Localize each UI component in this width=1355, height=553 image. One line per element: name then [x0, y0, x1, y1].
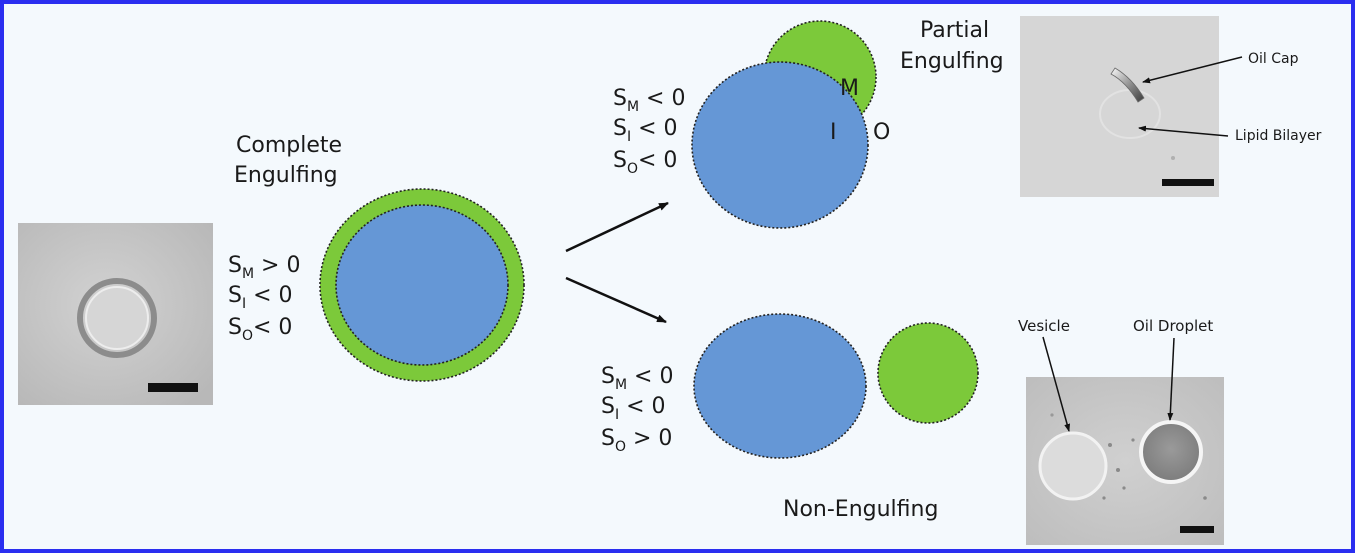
- schematic-non: [693, 313, 979, 459]
- condition-partial-i: SI < 0: [613, 116, 678, 145]
- annotation-oil-droplet: Oil Droplet: [1133, 317, 1213, 335]
- engulfed-vesicle-core: [85, 286, 149, 350]
- scale-bar: [1162, 179, 1214, 186]
- arrow-oil-droplet: [1167, 337, 1175, 421]
- particle: [1050, 413, 1054, 417]
- annotation-oil-cap: Oil Cap: [1248, 51, 1299, 67]
- title-non: Non-Engulfing: [783, 497, 938, 522]
- arrow-to-partial: [565, 201, 669, 253]
- arrow-to-non: [565, 276, 667, 324]
- scale-bar: [1180, 526, 1214, 533]
- schematic-complete: [319, 188, 525, 382]
- particle: [1108, 443, 1112, 447]
- condition-complete-o: SO< 0: [228, 315, 292, 344]
- title-complete-line2: Engulfing: [234, 163, 338, 188]
- conditions-partial: SM < 0 SI < 0 SO< 0: [613, 86, 685, 177]
- annotation-vesicle: Vesicle: [1018, 317, 1070, 335]
- conditions-non: SM < 0 SI < 0 SO > 0: [601, 364, 673, 455]
- arrow-oil-cap: [1142, 56, 1243, 84]
- phase-label-o: O: [873, 120, 890, 145]
- micrograph-non: [1026, 377, 1224, 545]
- engulfed-vesicle-ring: [77, 278, 157, 358]
- oil-cap-image: [1110, 67, 1145, 103]
- condition-non-o: SO > 0: [601, 426, 672, 455]
- oil-droplet-separate: [877, 322, 979, 424]
- vesicle-image: [1038, 431, 1108, 501]
- micrograph-complete: [18, 223, 213, 405]
- particle: [1122, 486, 1126, 490]
- title-partial-line2: Engulfing: [900, 49, 1004, 74]
- particle: [1171, 156, 1175, 160]
- phase-label-m: M: [840, 76, 859, 101]
- condition-non-i: SI < 0: [601, 394, 666, 423]
- arrow-lipid-bilayer: [1138, 125, 1229, 137]
- title-complete-line1: Complete: [236, 133, 342, 158]
- phase-label-i: I: [830, 120, 837, 145]
- title-partial-line1: Partial: [920, 18, 989, 43]
- annotation-lipid-bilayer: Lipid Bilayer: [1235, 128, 1322, 144]
- schematic-partial: M I O: [691, 20, 890, 229]
- oil-droplet-image: [1139, 420, 1203, 484]
- conditions-complete: SM > 0 SI < 0 SO< 0: [228, 253, 300, 344]
- condition-partial-m: SM < 0: [613, 86, 685, 115]
- scale-bar: [148, 383, 198, 392]
- condition-complete-i: SI < 0: [228, 283, 293, 312]
- vesicle-separate: [693, 313, 867, 459]
- particle: [1131, 438, 1135, 442]
- micrograph-background: [1020, 16, 1219, 197]
- particle: [1116, 468, 1120, 472]
- condition-partial-o: SO< 0: [613, 148, 677, 177]
- arrow-vesicle: [1042, 336, 1071, 432]
- condition-non-m: SM < 0: [601, 364, 673, 393]
- vesicle-partial: [691, 61, 869, 229]
- condition-complete-m: SM > 0: [228, 253, 300, 282]
- micrograph-partial: [1020, 16, 1219, 197]
- particle: [1102, 496, 1106, 500]
- vesicle-core: [335, 204, 509, 366]
- particle: [1203, 496, 1207, 500]
